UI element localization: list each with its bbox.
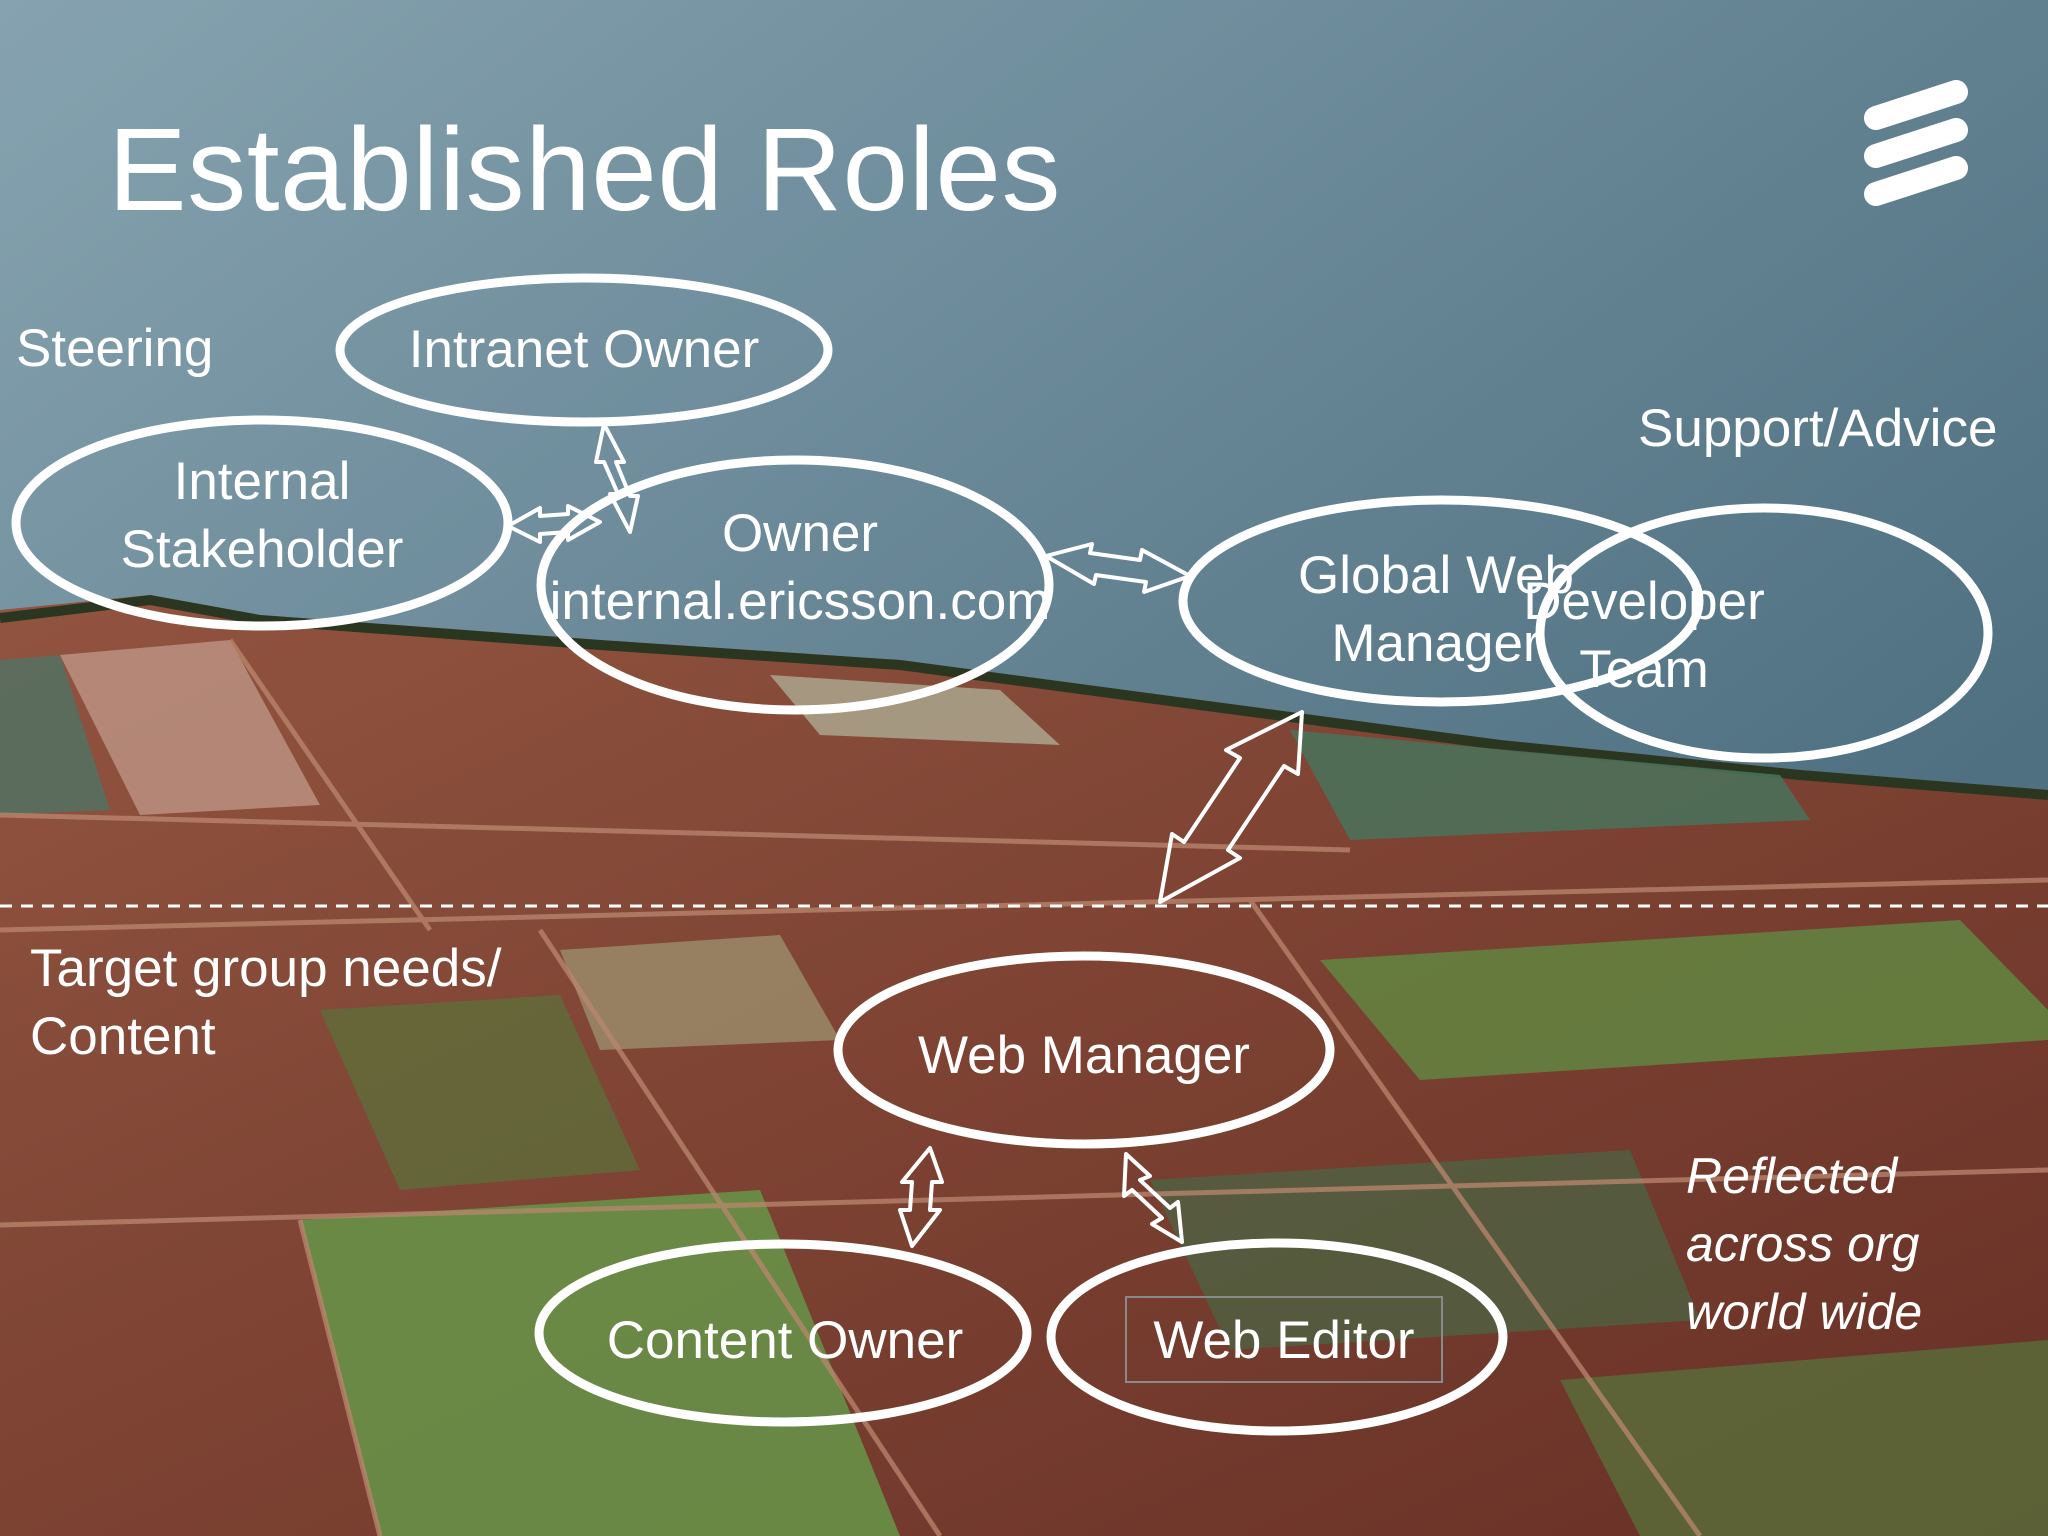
node-developer-team: Developer Team <box>1374 568 1914 704</box>
node-internal-stakeholder-line1: Internal <box>173 452 351 511</box>
note-line1: Reflected <box>1686 1148 1898 1204</box>
node-intranet-owner-label: Intranet Owner <box>408 320 760 379</box>
ellipse-internal-stakeholder <box>11 415 513 631</box>
node-content-owner-label: Content Owner <box>606 1311 964 1370</box>
node-web-editor-label: Web Editor <box>1153 1311 1415 1370</box>
arrow-stakeholder-owner <box>506 504 602 544</box>
ellipse-owner <box>536 455 1054 715</box>
node-internal-stakeholder-line2: Stakeholder <box>120 520 404 579</box>
web-editor-box <box>1125 1296 1443 1383</box>
arrow-web-manager-content-owner <box>898 1146 944 1248</box>
label-target-group-needs: Target group needs/ <box>30 939 502 998</box>
node-global-web-manager: Global Web Manager <box>1216 542 1656 678</box>
node-owner-line1: Owner <box>721 504 879 563</box>
node-internal-stakeholder: Internal Stakeholder <box>47 448 477 584</box>
ellipse-developer-team <box>1535 503 1993 763</box>
label-steering: Steering <box>16 319 214 378</box>
node-global-web-manager-line2: Manager <box>1331 614 1541 673</box>
node-owner: Owner internal.ericsson.com <box>540 500 1060 636</box>
label-content-zone: Content <box>30 1007 216 1066</box>
note-reflected: Reflected across org world wide <box>1686 1142 1922 1346</box>
note-line2: across org <box>1686 1216 1920 1272</box>
node-global-web-manager-line1: Global Web <box>1298 546 1574 605</box>
arrow-web-manager-web-editor <box>1122 1152 1184 1244</box>
node-web-manager-label: Web Manager <box>918 1026 1250 1085</box>
label-support-advice: Support/Advice <box>1638 399 1998 458</box>
arrow-intranet-owner-owner <box>594 422 640 534</box>
node-developer-team-line1: Developer <box>1523 572 1765 631</box>
node-owner-line2: internal.ericsson.com <box>549 572 1051 631</box>
note-line3: world wide <box>1686 1284 1923 1340</box>
node-intranet-owner: Intranet Owner <box>360 316 808 384</box>
arrow-global-web-manager-web-manager <box>1158 710 1304 904</box>
arrow-owner-global-web-manager <box>1044 542 1192 594</box>
slide-title: Established Roles <box>108 104 1062 236</box>
ellipse-web-manager <box>833 951 1335 1149</box>
node-content-owner: Content Owner <box>560 1307 1010 1375</box>
node-web-editor: Web Editor <box>1074 1307 1494 1375</box>
ellipse-web-editor <box>1046 1238 1508 1436</box>
node-developer-team-line2: Team <box>1579 640 1709 699</box>
ellipse-content-owner <box>534 1239 1032 1427</box>
node-web-manager: Web Manager <box>864 1022 1304 1090</box>
ellipse-intranet-owner <box>335 273 833 427</box>
ellipse-global-web-manager <box>1178 495 1704 707</box>
